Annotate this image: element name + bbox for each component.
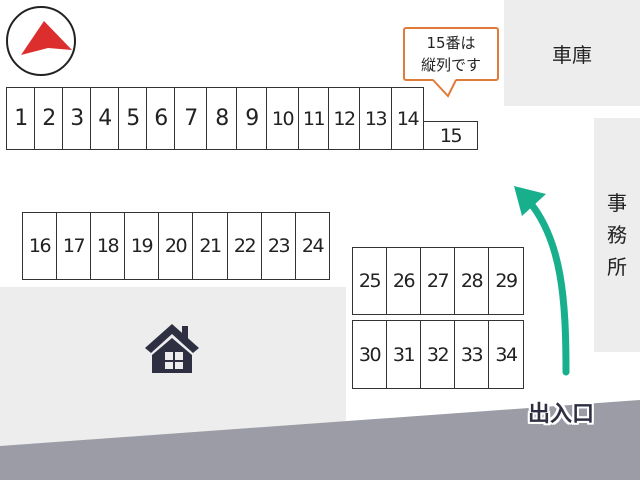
parking-space-11: 11 (298, 87, 329, 150)
office-char-1: 事 (607, 191, 627, 215)
parking-space-8: 8 (206, 87, 237, 150)
parking-space-13: 13 (359, 87, 392, 150)
parking-space-20: 20 (158, 212, 193, 280)
route-arrow-icon (514, 186, 570, 376)
parking-space-30: 30 (352, 320, 387, 389)
parking-space-19: 19 (124, 212, 159, 280)
parking-space-28: 28 (454, 247, 489, 315)
parking-space-27: 27 (420, 247, 455, 315)
parking-space-29: 29 (488, 247, 524, 315)
entrance-label: 出入口 (528, 402, 595, 427)
parking-space-25: 25 (352, 247, 387, 315)
parking-space-10: 10 (266, 87, 299, 150)
parking-space-14: 14 (391, 87, 424, 150)
office-char-3: 所 (607, 255, 627, 279)
callout-line-1: 15番は (426, 34, 476, 52)
office-block (594, 118, 640, 352)
parking-space-21: 21 (192, 212, 228, 280)
parking-space-3: 3 (62, 87, 91, 150)
parking-space-9: 9 (236, 87, 267, 150)
tandem-note-callout: 15番は 縦列です (403, 27, 499, 81)
parking-space-5: 5 (118, 87, 147, 150)
callout-line-2: 縦列です (420, 56, 481, 74)
parking-space-6: 6 (146, 87, 175, 150)
parking-space-12: 12 (328, 87, 360, 150)
parking-space-1: 1 (6, 87, 35, 150)
parking-space-18: 18 (90, 212, 125, 280)
callout-tail (432, 79, 457, 98)
parking-space-7: 7 (174, 87, 207, 150)
office-label: 事 務 所 (594, 118, 640, 352)
parking-space-34: 34 (488, 320, 524, 389)
parking-space-22: 22 (227, 212, 262, 280)
parking-space-31: 31 (386, 320, 421, 389)
garage-label: 車庫 (504, 0, 640, 106)
parking-space-16: 16 (22, 212, 57, 280)
parking-space-26: 26 (386, 247, 421, 315)
parking-space-32: 32 (420, 320, 455, 389)
parking-space-24: 24 (295, 212, 330, 280)
compass (6, 6, 76, 76)
parking-space-17: 17 (56, 212, 91, 280)
compass-north-arrow-icon (21, 21, 72, 55)
parking-space-33: 33 (454, 320, 489, 389)
house-icon (145, 324, 199, 373)
office-char-2: 務 (607, 223, 627, 247)
parking-space-23: 23 (261, 212, 296, 280)
parking-space-4: 4 (90, 87, 119, 150)
parking-space-2: 2 (34, 87, 63, 150)
parking-space-15: 15 (423, 121, 478, 150)
